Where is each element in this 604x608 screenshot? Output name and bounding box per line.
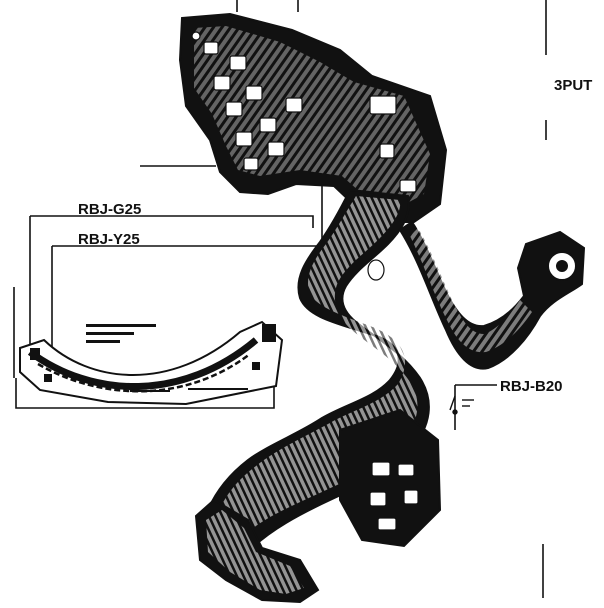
label-rbj-b20: RBJ-B20: [500, 378, 563, 395]
upper-connector-board: [178, 12, 448, 223]
leader-lines: [13, 0, 547, 598]
bottom-flex-tail: [194, 498, 320, 604]
lower-connector-board: [339, 408, 442, 548]
right-arm-connector: [398, 220, 586, 370]
label-3put: 3PUT: [554, 77, 592, 94]
label-rbj-g25: RBJ-G25: [78, 201, 141, 218]
curved-sensor-board: [19, 320, 284, 406]
switch-symbol: [449, 395, 474, 415]
label-rbj-y25: RBJ-Y25: [78, 231, 140, 248]
